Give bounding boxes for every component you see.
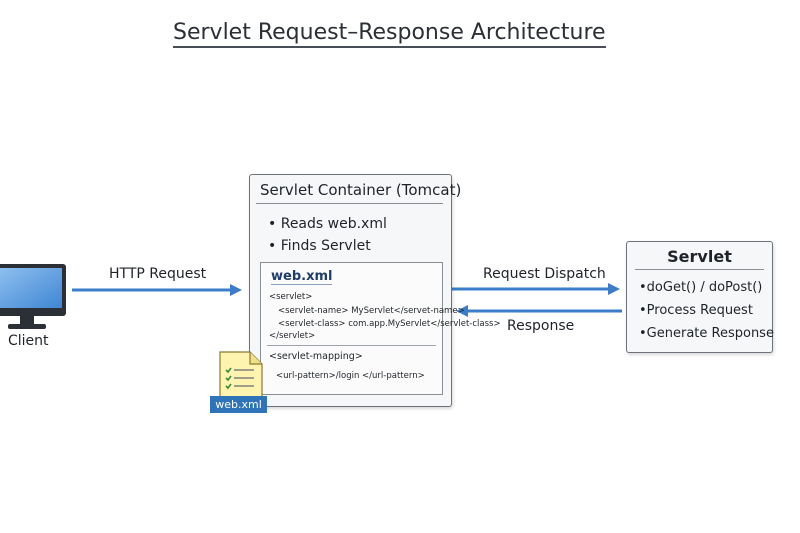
bullet-item: doGet() / doPost() [639,276,774,299]
servlet-container-box: Servlet Container (Tomcat) Reads web.xml… [249,174,501,407]
divider [635,269,764,270]
container-bullets: Reads web.xml Finds Servlet [268,213,387,257]
webxml-heading: web.xml [271,269,333,285]
divider [256,203,443,204]
request-dispatch-label: Request Dispatch [483,266,606,282]
code-line: <servlet-class> com.app.MyServlet</servl… [278,319,501,329]
response-label: Response [507,318,575,334]
client-label: Client [8,333,49,349]
bullet-item: Finds Servlet [268,235,387,257]
webxml-panel: web.xml <servlet> <servlet-name> MyServl… [260,262,501,395]
code-line: <servlet> [269,292,313,302]
bullet-item: Process Request [639,299,774,322]
request-dispatch-arrow [452,283,620,295]
servlet-bullets: doGet() / doPost() Process Request Gener… [639,276,774,345]
code-line: </servlet> [269,331,316,341]
servlet-box: Servlet doGet() / doPost() Process Reque… [626,241,774,353]
xml-file-icon [219,351,263,401]
http-request-label: HTTP Request [109,266,207,282]
bullet-item: Reads web.xml [268,213,387,235]
code-line: <servlet-mapping> [269,351,363,362]
container-title: Servlet Container (Tomcat) [260,181,462,199]
servlet-title: Servlet [667,247,732,266]
monitor-icon [0,264,66,329]
bullet-item: Generate Response [639,322,774,345]
code-line: <url-pattern>/login </url-pattern> [276,371,425,381]
code-line: <servlet-name> MyServlet</servet-name> [278,306,465,316]
response-arrow [456,305,622,317]
diagram-title: Servlet Request–Response Architecture [173,20,606,48]
file-tag: web.xml [210,396,267,413]
divider [267,345,436,346]
http-request-arrow [72,284,242,296]
